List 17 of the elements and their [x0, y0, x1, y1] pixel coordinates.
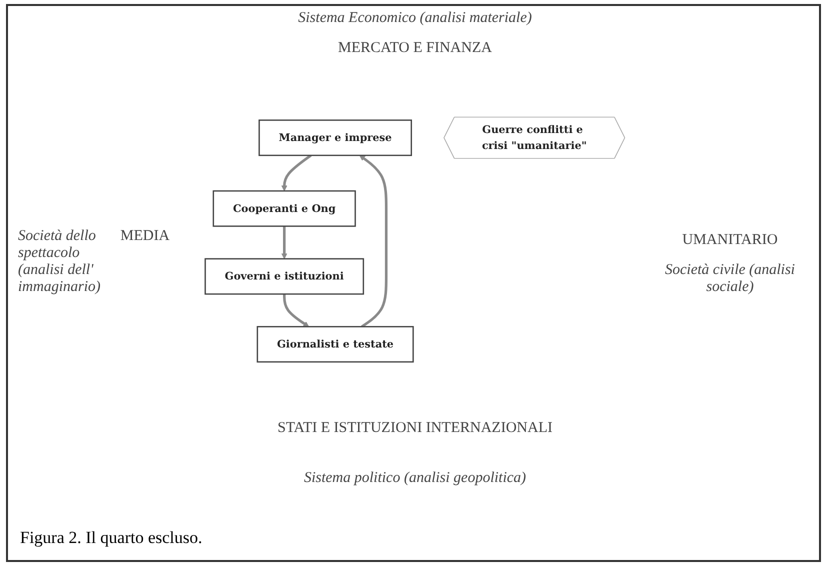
note-text: Società civile (analisi sociale) — [664, 262, 796, 296]
section-label: UMANITARIO — [681, 232, 779, 249]
arrow — [281, 154, 312, 192]
note-text: Società dello spettacolo (analisi dell' immaginario) — [18, 228, 98, 296]
arrow — [283, 294, 310, 328]
figure-caption: Figura 2. Il quarto escluso. — [20, 528, 202, 548]
note-text: Sistema politico (analisi geopolitica) — [302, 470, 528, 487]
node-box: Cooperanti e Ong — [212, 190, 356, 228]
node-box: Governi e istituzioni — [204, 258, 364, 296]
section-label: STATI E ISTITUZIONI INTERNAZIONALI — [276, 420, 554, 437]
section-label: MEDIA — [119, 228, 171, 245]
note-text: Sistema Economico (analisi materiale) — [297, 10, 533, 27]
node-box: Manager e imprese — [258, 120, 412, 156]
arrow — [281, 226, 288, 260]
arrow — [359, 156, 388, 328]
section-label: MERCATO E FINANZA — [337, 40, 493, 57]
node-box: Giornalisti e testate — [256, 326, 414, 363]
